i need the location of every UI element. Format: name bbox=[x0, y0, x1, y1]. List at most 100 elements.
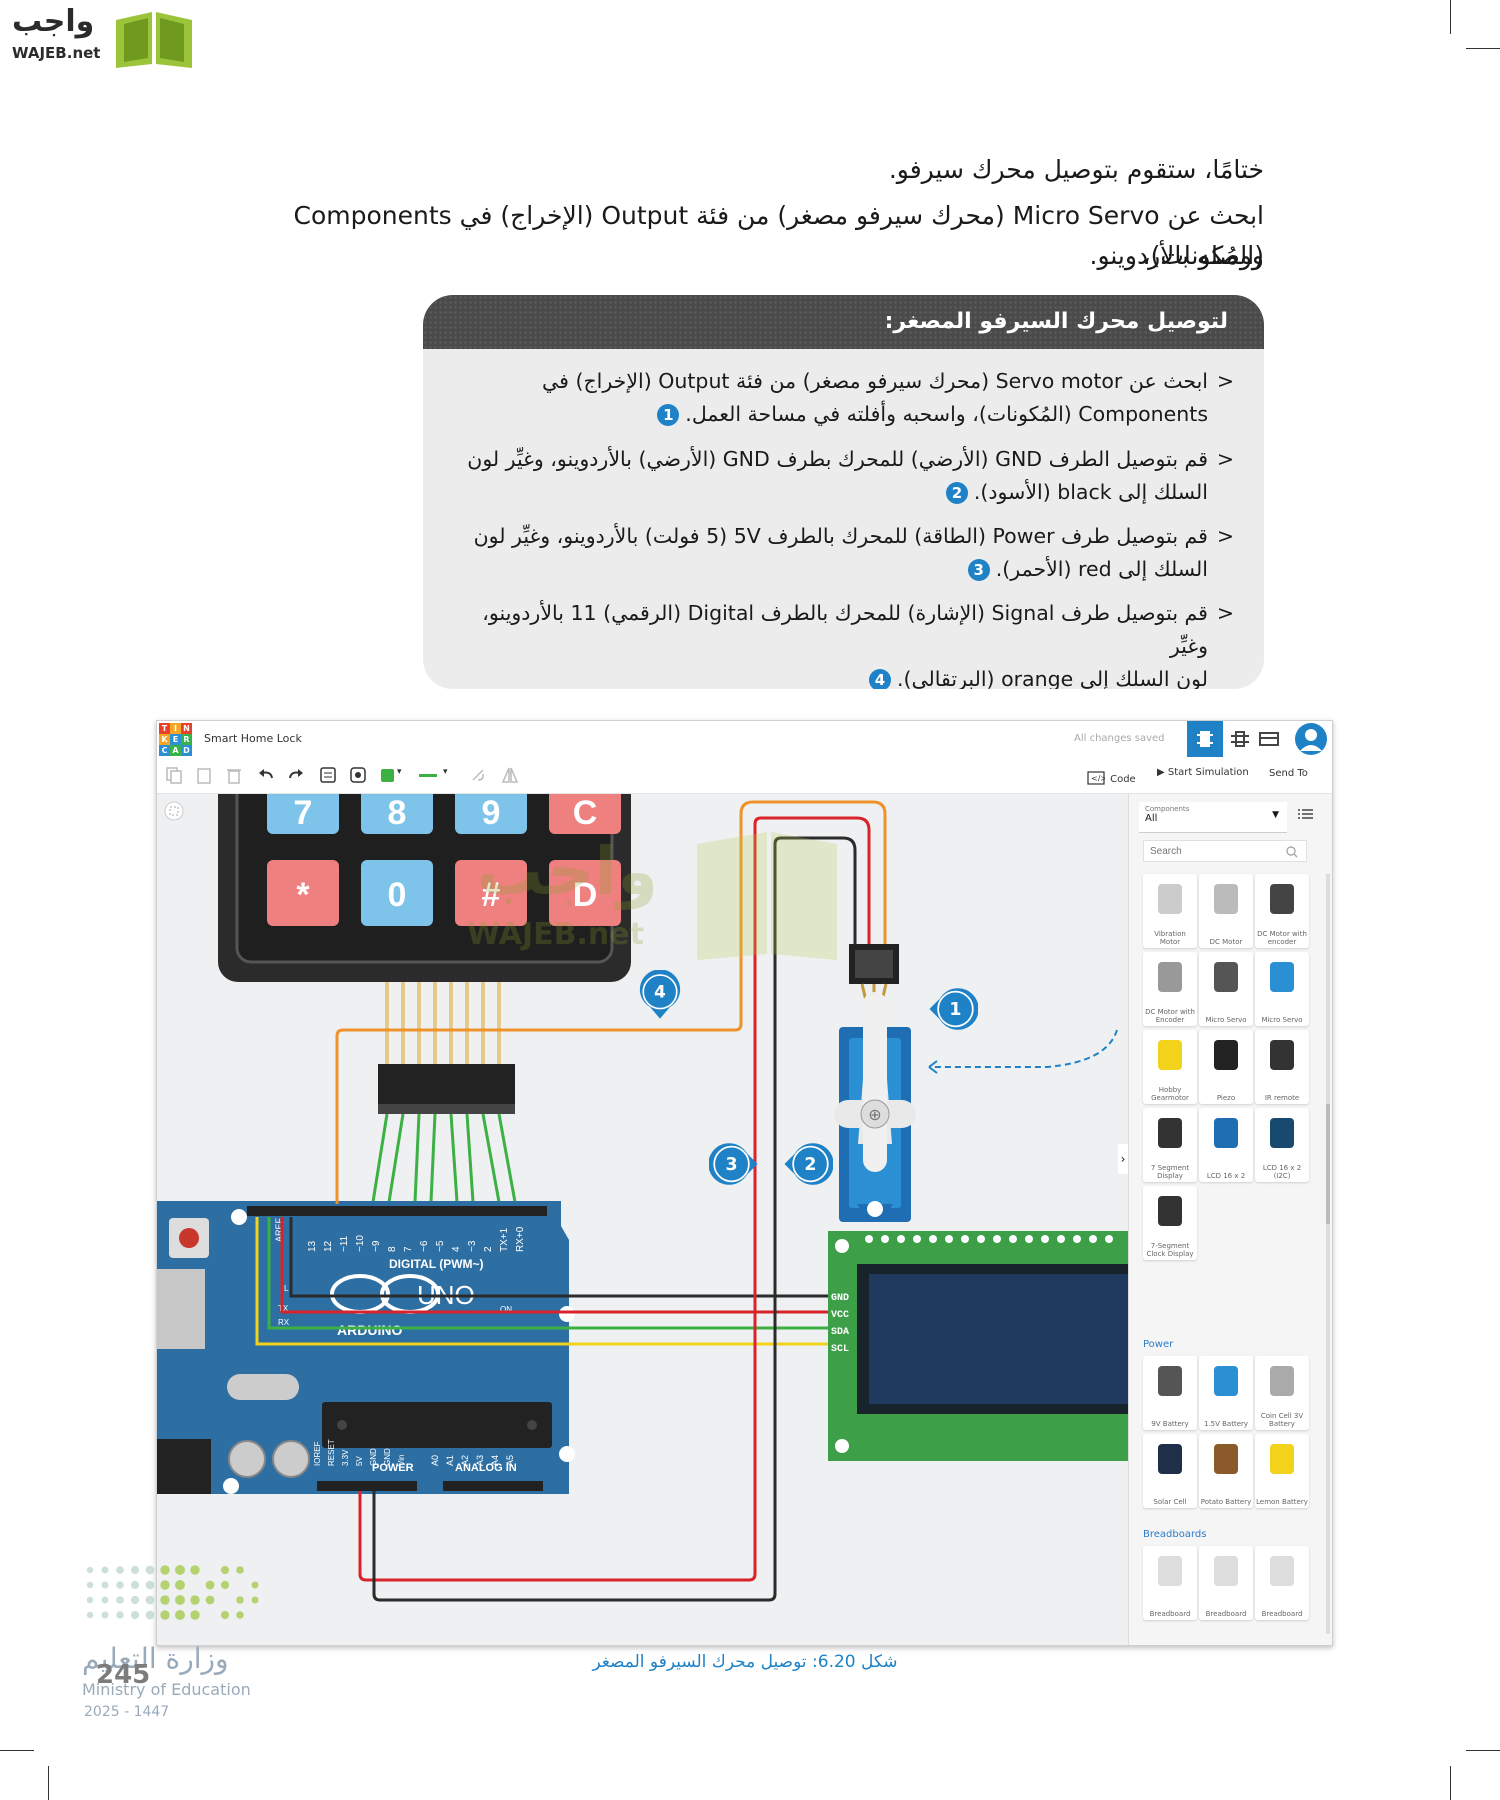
component-tile[interactable]: 1.5V Battery bbox=[1199, 1356, 1253, 1430]
component-tile[interactable]: 7 Segment Display bbox=[1143, 1108, 1197, 1182]
user-avatar[interactable] bbox=[1295, 723, 1327, 755]
search-icon bbox=[1286, 846, 1298, 858]
tinkercad-logo[interactable]: T I N K E R C A D bbox=[159, 723, 192, 756]
step-2-line-2: السلك إلى black (الأسود). bbox=[973, 480, 1208, 504]
step-2: < قم بتوصيل الطرف GND (الأرضي) للمحرك بط… bbox=[448, 443, 1234, 509]
arduino-pin-label: 8 bbox=[387, 1246, 398, 1252]
keypad-key: 8 bbox=[388, 794, 407, 832]
send-to-button[interactable]: Send To bbox=[1269, 768, 1308, 779]
project-name[interactable]: Smart Home Lock bbox=[204, 732, 302, 745]
component-tile[interactable]: Hobby Gearmotor bbox=[1143, 1030, 1197, 1104]
notes-icon[interactable] bbox=[319, 766, 337, 784]
arduino-analog-label: ANALOG IN bbox=[455, 1462, 517, 1474]
component-label: Breadboard bbox=[1149, 1610, 1191, 1618]
panel-scrollbar[interactable] bbox=[1326, 874, 1330, 1634]
arduino-rx-label: RX bbox=[278, 1318, 290, 1327]
code-button[interactable]: </> Code bbox=[1087, 767, 1136, 785]
lcd-pin-label: SCL bbox=[831, 1344, 849, 1355]
copy-icon[interactable] bbox=[165, 766, 183, 784]
component-tile[interactable]: LCD 16 x 2 (I2C) bbox=[1255, 1108, 1309, 1182]
search-input[interactable] bbox=[1143, 840, 1307, 862]
component-tile[interactable]: DC Motor with Encoder bbox=[1143, 952, 1197, 1026]
ministry-dots-icon bbox=[86, 1565, 259, 1620]
component-tile[interactable]: Breadboard bbox=[1199, 1546, 1253, 1620]
component-icon bbox=[1214, 1040, 1238, 1070]
component-icon bbox=[1270, 884, 1294, 914]
redo-icon[interactable] bbox=[287, 766, 305, 784]
play-icon: ▶ bbox=[1157, 767, 1165, 778]
list-view-icon[interactable] bbox=[1259, 730, 1279, 748]
component-tile[interactable]: Breadboard bbox=[1255, 1546, 1309, 1620]
arduino-pin-label: A3 bbox=[475, 1455, 485, 1466]
keypad: 7 8 9 C * 0 # D bbox=[267, 794, 621, 926]
rotate-icon[interactable] bbox=[469, 766, 487, 784]
arduino-pin-label: ~3 bbox=[467, 1240, 478, 1252]
keypad-key: D bbox=[573, 876, 598, 914]
logo-letter: I bbox=[170, 723, 181, 734]
component-tile[interactable]: Micro Servo bbox=[1199, 952, 1253, 1026]
component-tile[interactable]: DC Motor bbox=[1199, 874, 1253, 948]
arduino-pin-label: A2 bbox=[460, 1455, 470, 1466]
arduino-brand: ARDUINO bbox=[337, 1322, 402, 1338]
logo-letter: A bbox=[170, 745, 181, 756]
list-view-toggle-icon[interactable] bbox=[1297, 806, 1315, 822]
component-tile[interactable]: DC Motor with encoder bbox=[1255, 874, 1309, 948]
component-tile[interactable]: 7-Segment Clock Display bbox=[1143, 1186, 1197, 1260]
components-dropdown-value: All bbox=[1145, 813, 1158, 824]
arduino-power-label: POWER bbox=[372, 1462, 414, 1474]
wire-type-picker[interactable] bbox=[419, 774, 437, 777]
start-simulation-button[interactable]: ▶ Start Simulation bbox=[1157, 767, 1249, 778]
component-tile[interactable]: Solar Cell bbox=[1143, 1434, 1197, 1508]
chevron-down-icon[interactable]: ▾ bbox=[443, 767, 448, 777]
component-tile[interactable]: Vibration Motor bbox=[1143, 874, 1197, 948]
view-icon[interactable] bbox=[349, 766, 367, 784]
component-icon bbox=[1214, 1118, 1238, 1148]
step-number-badge: 2 bbox=[945, 482, 968, 504]
callout-badge-2: 2 bbox=[784, 1143, 833, 1185]
paste-icon[interactable] bbox=[195, 766, 213, 784]
step-3-line-2: السلك إلى red (الأحمر). bbox=[995, 557, 1208, 581]
components-dropdown[interactable]: Components All ▼ bbox=[1139, 802, 1287, 833]
save-status: All changes saved bbox=[1074, 733, 1165, 744]
component-tile[interactable]: LCD 16 x 2 bbox=[1199, 1108, 1253, 1182]
arduino-digital-label: DIGITAL (PWM~) bbox=[389, 1257, 484, 1271]
svg-text:⊕: ⊕ bbox=[868, 1105, 881, 1124]
toolbar: ▾ ▾ </> Code ▶ Start Simulation Send To bbox=[157, 757, 1332, 794]
component-icon bbox=[1214, 884, 1238, 914]
fit-view-icon[interactable] bbox=[163, 800, 185, 822]
keypad-key: 7 bbox=[294, 794, 313, 832]
step-4-line-1: قم بتوصيل طرف Signal (الإشارة) للمحرك با… bbox=[482, 601, 1208, 658]
component-tile[interactable]: Potato Battery bbox=[1199, 1434, 1253, 1508]
component-tile[interactable]: Coin Cell 3V Battery bbox=[1255, 1356, 1309, 1430]
panel-collapse-handle[interactable]: › bbox=[1118, 1144, 1128, 1174]
chevron-down-icon[interactable]: ▾ bbox=[397, 767, 402, 777]
step-bullet-icon: < bbox=[1216, 601, 1234, 625]
component-tile[interactable]: Lemon Battery bbox=[1255, 1434, 1309, 1508]
component-tile[interactable]: IR remote bbox=[1255, 1030, 1309, 1104]
component-label: Solar Cell bbox=[1153, 1498, 1187, 1506]
flip-icon[interactable] bbox=[501, 766, 519, 784]
schematic-icon[interactable] bbox=[1229, 729, 1251, 749]
color-picker[interactable] bbox=[381, 769, 394, 782]
logo-letter: R bbox=[181, 734, 192, 745]
arduino-pin-label: ~11 bbox=[339, 1235, 350, 1252]
workspace-canvas[interactable]: 7 8 9 C * 0 # D bbox=[157, 794, 1128, 1645]
instruction-box-title: لتوصيل محرك السيرفو المصغر: bbox=[423, 295, 1264, 349]
component-label: LCD 16 x 2 (I2C) bbox=[1262, 1164, 1302, 1180]
component-tile[interactable]: Breadboard bbox=[1143, 1546, 1197, 1620]
component-tile[interactable]: Piezo bbox=[1199, 1030, 1253, 1104]
delete-icon[interactable] bbox=[225, 766, 243, 784]
component-icon bbox=[1158, 1366, 1182, 1396]
component-icon bbox=[1270, 1444, 1294, 1474]
keypad-key: # bbox=[482, 876, 501, 914]
circuit-view-button[interactable] bbox=[1187, 721, 1223, 757]
component-tile[interactable]: Micro Servo bbox=[1255, 952, 1309, 1026]
component-label: 1.5V Battery bbox=[1203, 1420, 1249, 1428]
intro-line-2: ابحث عن Micro Servo (محرك سيرفو مصغر) من… bbox=[293, 201, 1265, 270]
component-tile[interactable]: 9V Battery bbox=[1143, 1356, 1197, 1430]
logo-letter: T bbox=[159, 723, 170, 734]
undo-icon[interactable] bbox=[257, 766, 275, 784]
arduino-pin-label: ~6 bbox=[419, 1240, 430, 1252]
component-label: Coin Cell 3V Battery bbox=[1260, 1412, 1304, 1428]
arduino-pin-label: TX+1 bbox=[499, 1227, 510, 1252]
